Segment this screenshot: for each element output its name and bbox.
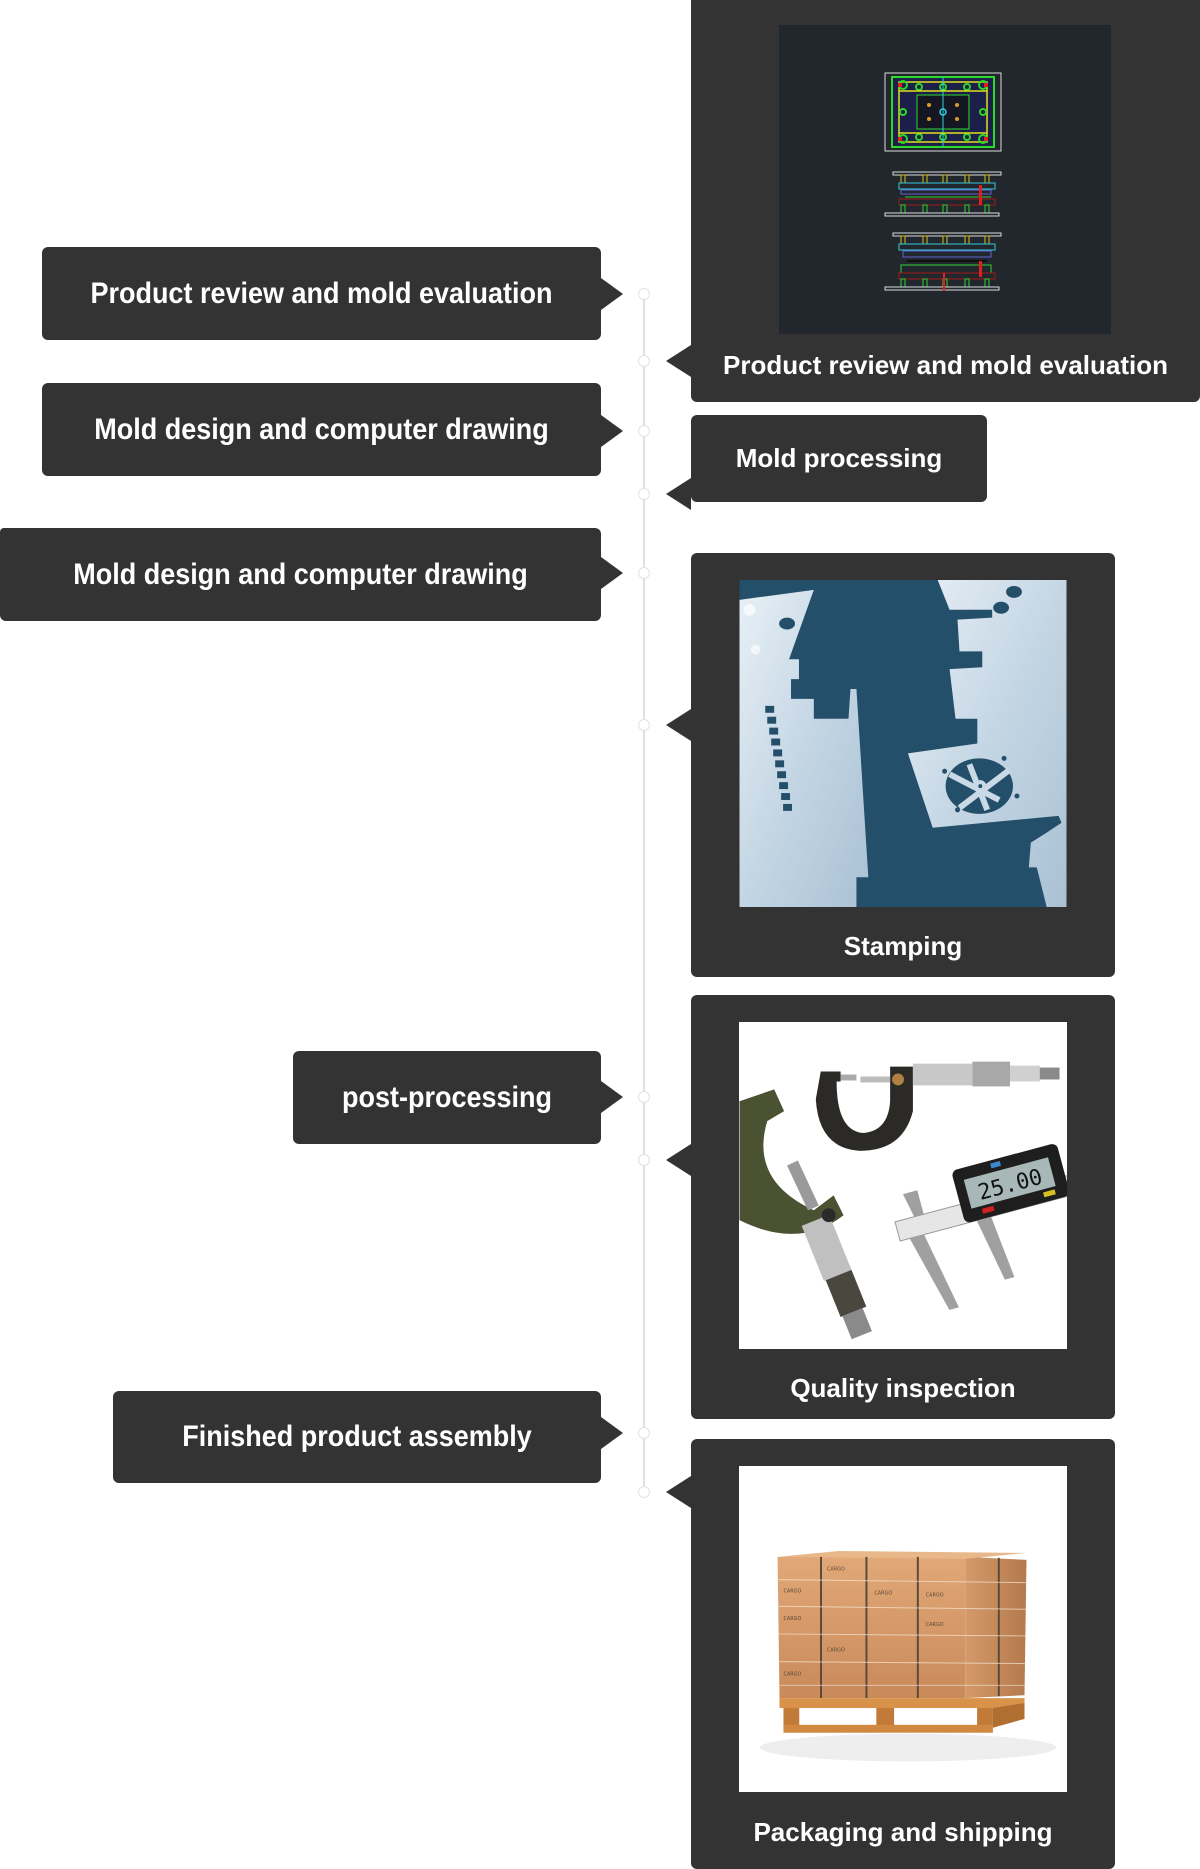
right-step-label: Packaging and shipping [753,1817,1053,1847]
left-step-label: Mold design and computer drawing [73,557,528,591]
timeline-node [638,425,650,437]
left-step-label: post-processing [341,1080,553,1114]
cargo-print: CARGO [783,1616,801,1622]
left-step-post-processing: post-processing [293,1051,601,1144]
pointer-right-icon [601,415,623,447]
pointer-right-icon [601,1417,623,1449]
right-step-quality-inspection: 25.00 Quality inspection [691,995,1115,1419]
left-step-label: Mold design and computer drawing [94,412,549,446]
quality-inspection-image: 25.00 [739,1022,1067,1349]
cargo-print: CARGO [827,1567,845,1573]
left-step-label: Finished product assembly [182,1420,532,1453]
cargo-print: CARGO [783,1588,801,1594]
timeline-node [638,1427,650,1439]
timeline-node [638,288,650,300]
right-step-packaging-shipping: CARGO CARGO CARGO CARGO CARGO CARGO CARG… [691,1439,1115,1869]
left-step-mold-design-2: Mold design and computer drawing [0,528,601,621]
pointer-right-icon [601,557,623,589]
timeline-node [638,355,650,367]
cad-drawing-image [779,25,1111,334]
left-step-label: Product review and mold evaluation [90,276,553,310]
cargo-print: CARGO [926,1622,944,1628]
timeline-node [638,488,650,500]
left-step-finished-assembly: Finished product assembly [113,1391,601,1483]
pointer-left-icon [666,709,691,741]
timeline-node [638,1154,650,1166]
pointer-right-icon [601,278,623,310]
pointer-right-icon [601,1081,623,1113]
timeline-node [638,567,650,579]
right-step-mold-processing: Mold processing [691,415,987,502]
right-step-product-review: Product review and mold evaluation [691,0,1200,402]
pointer-left-icon [666,478,691,510]
timeline-node [638,1091,650,1103]
cargo-print: CARGO [926,1592,944,1598]
cargo-print: CARGO [783,1671,801,1677]
cargo-print: CARGO [874,1590,892,1596]
right-step-label: Product review and mold evaluation [723,350,1168,380]
timeline-node [638,1486,650,1498]
cargo-print: CARGO [827,1648,845,1654]
right-step-label: Mold processing [735,443,943,473]
right-step-stamping: Stamping [691,553,1115,977]
pointer-left-icon [666,1144,691,1176]
right-step-label: Stamping [843,931,963,961]
pointer-left-icon [666,1476,691,1508]
timeline-connector [643,294,645,1492]
right-step-label: Quality inspection [790,1373,1016,1403]
left-step-product-review: Product review and mold evaluation [42,247,601,340]
timeline-node [638,719,650,731]
packaging-image: CARGO CARGO CARGO CARGO CARGO CARGO CARG… [739,1466,1067,1792]
stamping-image [739,580,1067,907]
left-step-mold-design: Mold design and computer drawing [42,383,601,476]
pointer-left-icon [666,345,691,377]
